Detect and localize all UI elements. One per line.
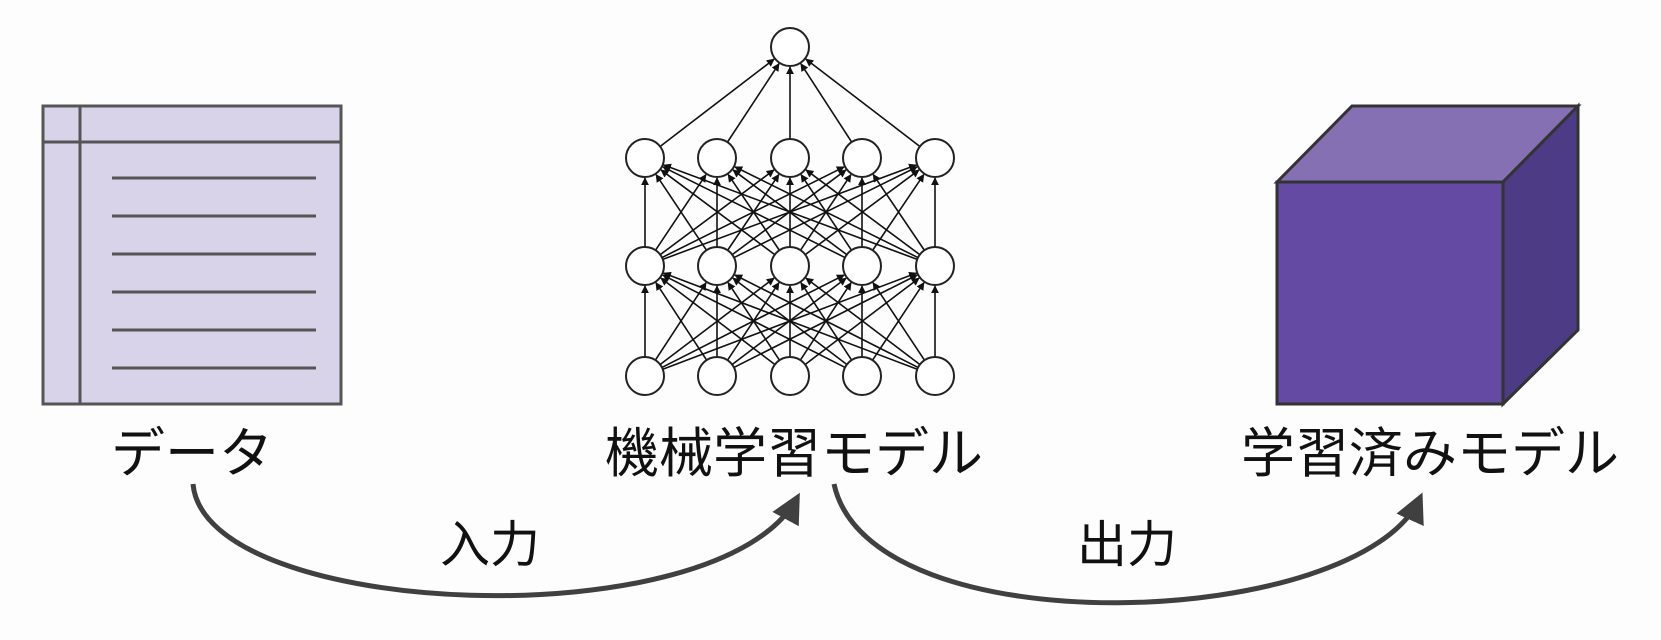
nn-node bbox=[697, 246, 737, 286]
output-edge-label: 出力 bbox=[1077, 516, 1177, 574]
nn-connection bbox=[655, 282, 708, 361]
nn-connection bbox=[662, 163, 918, 261]
trained-model-label: 学習済みモデル bbox=[1241, 422, 1619, 485]
data-label: データ bbox=[111, 422, 273, 485]
input-arrow bbox=[190, 483, 800, 599]
nn-node bbox=[770, 27, 810, 67]
nn-node bbox=[842, 246, 882, 286]
nn-connection bbox=[805, 169, 921, 256]
output-arrow bbox=[831, 483, 1424, 606]
nn-connection bbox=[872, 173, 926, 251]
nn-node bbox=[915, 246, 955, 286]
nn-connection bbox=[662, 271, 918, 371]
nn-connection bbox=[655, 173, 708, 251]
neural-network-icon bbox=[625, 27, 955, 396]
nn-connection bbox=[734, 166, 919, 259]
nn-node bbox=[915, 138, 955, 178]
nn-node bbox=[625, 138, 665, 178]
cube-icon bbox=[1273, 102, 1582, 408]
nn-connection bbox=[660, 169, 776, 256]
input-edge-label: 入力 bbox=[440, 516, 540, 574]
nn-nodes bbox=[625, 27, 955, 396]
nn-connection bbox=[662, 166, 846, 259]
nn-connection bbox=[805, 58, 921, 148]
nn-connection bbox=[726, 63, 780, 143]
nn-connection bbox=[805, 277, 921, 366]
nn-node bbox=[770, 356, 810, 396]
nn-connection bbox=[800, 63, 853, 143]
nn-connection bbox=[662, 274, 846, 369]
table-row-lines bbox=[112, 176, 316, 370]
nn-connection bbox=[660, 277, 776, 366]
nn-connection bbox=[659, 58, 775, 148]
nn-node bbox=[842, 356, 882, 396]
nn-node bbox=[915, 356, 955, 396]
nn-connection bbox=[872, 281, 926, 361]
model-label: 機械学習モデル bbox=[605, 422, 983, 485]
nn-node bbox=[770, 246, 810, 286]
nn-node bbox=[697, 356, 737, 396]
nn-connection bbox=[734, 274, 919, 369]
nn-node bbox=[625, 246, 665, 286]
table-icon bbox=[41, 104, 343, 406]
nn-node bbox=[842, 138, 882, 178]
nn-node bbox=[697, 138, 737, 178]
nn-node bbox=[770, 138, 810, 178]
nn-node bbox=[625, 356, 665, 396]
nn-connections bbox=[641, 58, 939, 371]
